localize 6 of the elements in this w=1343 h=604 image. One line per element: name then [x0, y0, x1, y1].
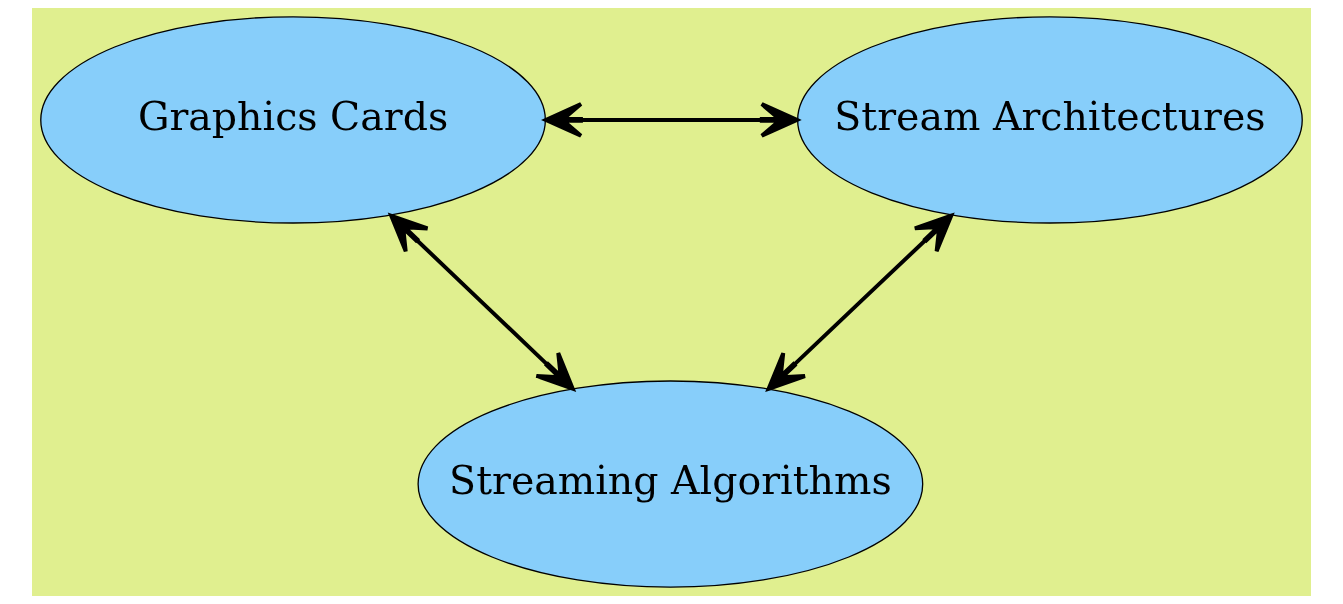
- node-ellipse: Graphics Cards: [40, 16, 546, 224]
- arrow: [766, 213, 954, 391]
- arrow: [389, 213, 575, 391]
- node-ellipse: Streaming Algorithms: [417, 380, 924, 588]
- arrow: [543, 102, 799, 138]
- node-ellipse: Stream Architectures: [797, 16, 1303, 224]
